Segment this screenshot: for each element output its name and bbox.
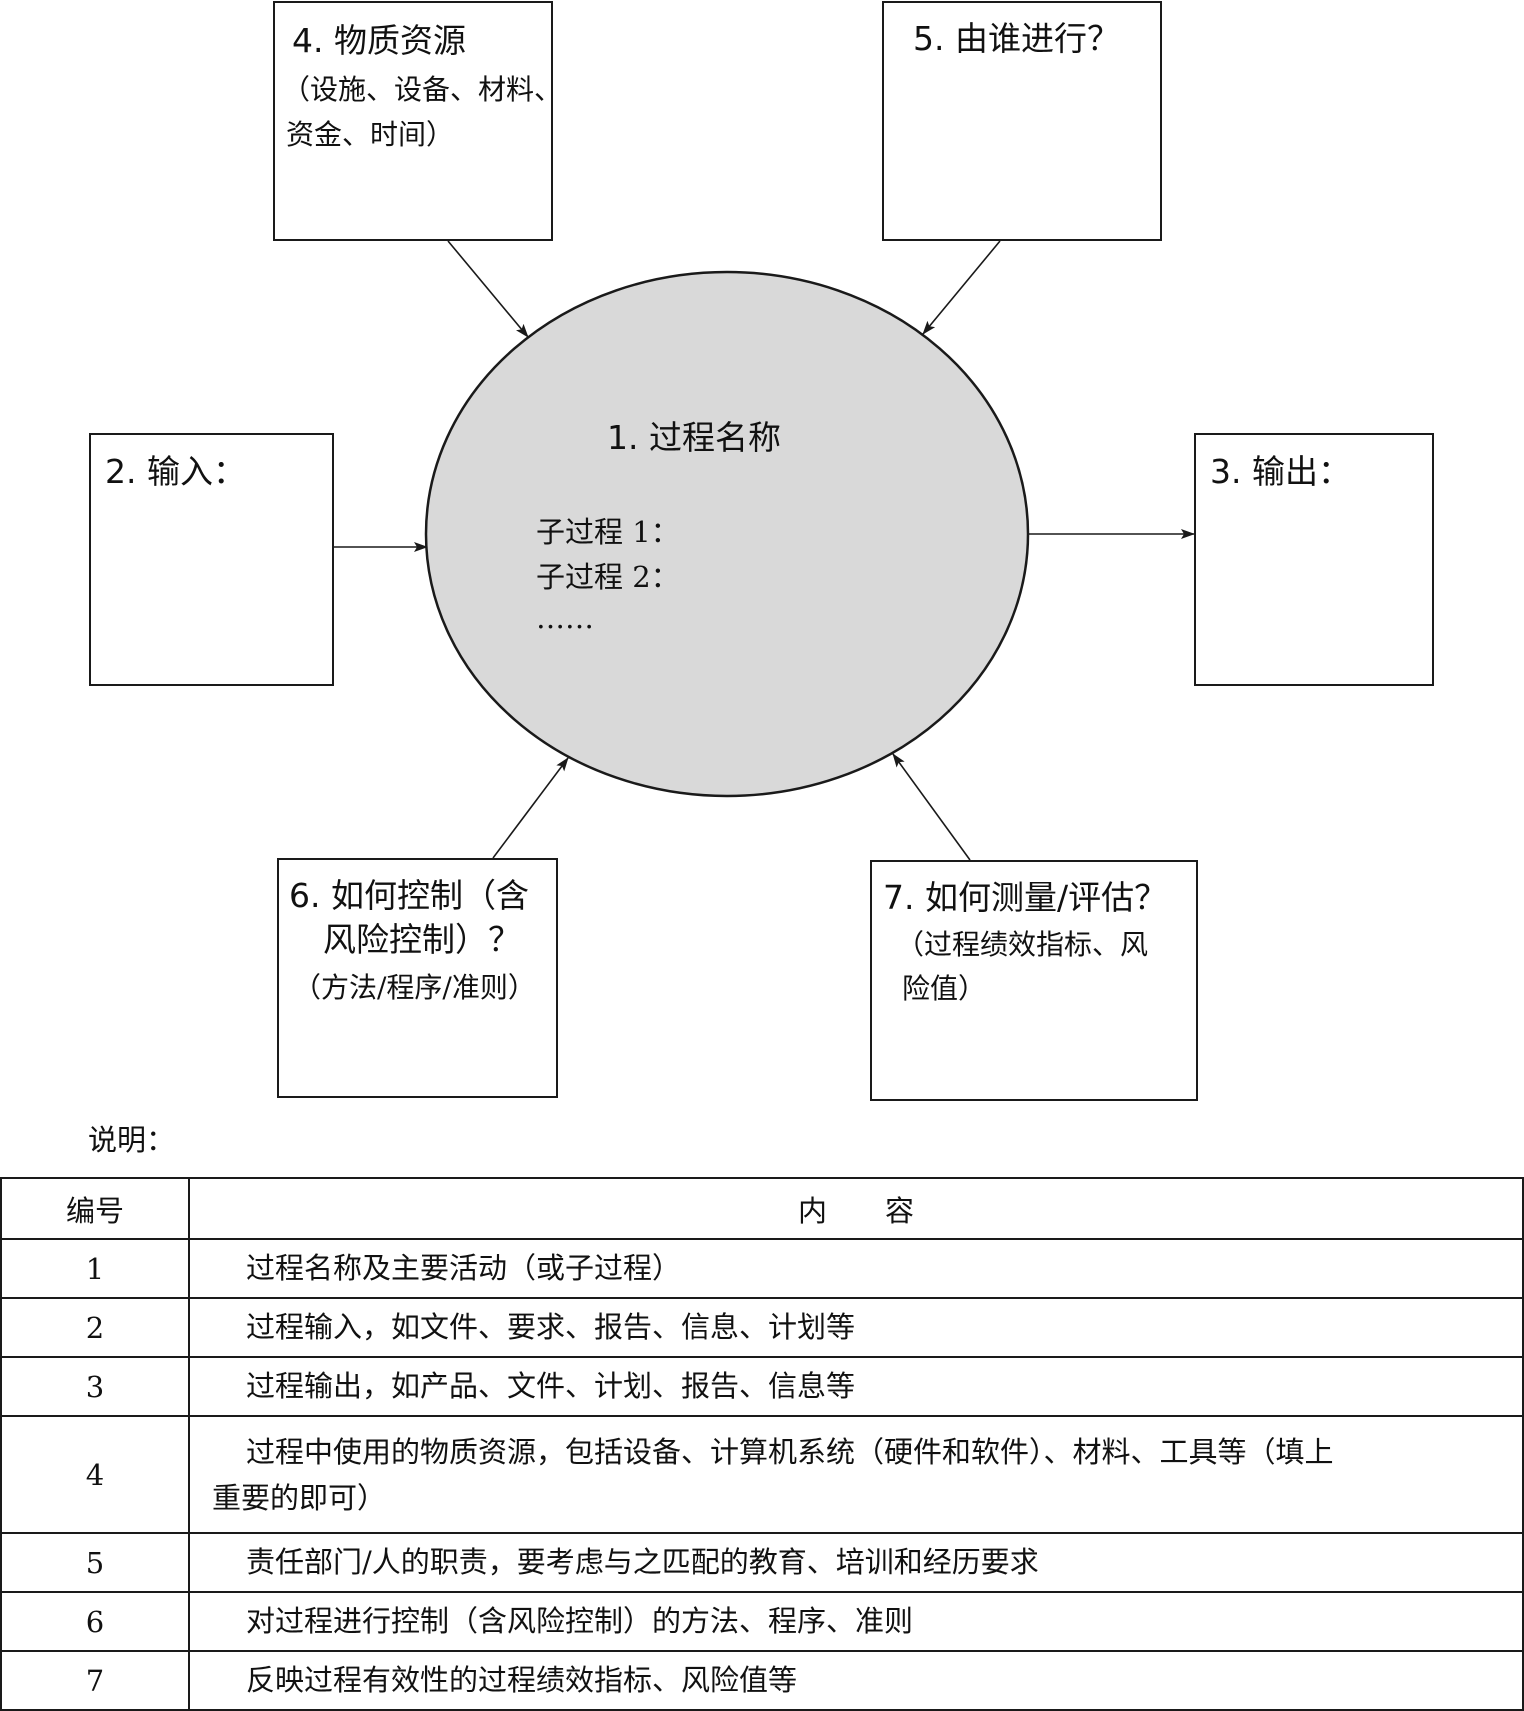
legend-row: 2 过程输入，如文件、要求、报告、信息、计划等 <box>0 1297 1524 1358</box>
legend-row-content: 过程名称及主要活动（或子过程） <box>188 1238 1524 1299</box>
legend-row-content: 过程输入，如文件、要求、报告、信息、计划等 <box>188 1297 1524 1358</box>
legend-row-num: 5 <box>0 1532 190 1593</box>
process-name-label: 1. 过程名称 <box>607 418 781 457</box>
legend-label: 说明： <box>88 1123 176 1157</box>
subprocess-1-label: 子过程 1： <box>536 515 680 549</box>
process-diagram <box>334 240 1195 861</box>
control-box-line3: （方法/程序/准则） <box>293 971 536 1004</box>
arrow-resources-to-process <box>447 240 529 338</box>
legend-row: 6 对过程进行控制（含风险控制）的方法、程序、准则 <box>0 1591 1524 1652</box>
legend-row-text: 对过程进行控制（含风险控制）的方法、程序、准则 <box>246 1604 914 1638</box>
measure-box-title: 7. 如何测量/评估？ <box>883 878 1168 917</box>
arrow-measure-to-process <box>892 753 971 861</box>
legend-header-content: 内 容 <box>188 1177 1524 1240</box>
legend-row-text-continued: 重要的即可） <box>212 1480 387 1515</box>
legend-row: 5 责任部门/人的职责，要考虑与之匹配的教育、培训和经历要求 <box>0 1532 1524 1593</box>
subprocess-ellipsis: …… <box>536 601 594 635</box>
legend-row-text: 过程输入，如文件、要求、报告、信息、计划等 <box>246 1310 856 1344</box>
resources-box-line2: 资金、时间） <box>286 118 455 151</box>
legend-row-text: 反映过程有效性的过程绩效指标、风险值等 <box>246 1663 798 1697</box>
legend-row-content: 对过程进行控制（含风险控制）的方法、程序、准则 <box>188 1591 1524 1652</box>
legend-row-num: 7 <box>0 1650 190 1711</box>
legend-row-text: 过程输出，如产品、文件、计划、报告、信息等 <box>246 1369 856 1403</box>
legend-row-text: 过程名称及主要活动（或子过程） <box>246 1251 682 1285</box>
process-ellipse <box>424 270 1030 798</box>
input-box-title: 2. 输入： <box>105 452 246 491</box>
legend-row-content: 责任部门/人的职责，要考虑与之匹配的教育、培训和经历要求 <box>188 1532 1524 1593</box>
legend-row-text: 过程中使用的物质资源，包括设备、计算机系统（硬件和软件）、材料、工具等（填上 <box>246 1434 1334 1469</box>
resources-box-title: 4. 物质资源 <box>292 21 466 60</box>
input-box <box>89 433 334 686</box>
control-box-line1: 6. 如何控制（含 <box>289 876 529 915</box>
who-box <box>882 1 1162 241</box>
legend-row: 7 反映过程有效性的过程绩效指标、风险值等 <box>0 1650 1524 1711</box>
legend-row-content: 过程中使用的物质资源，包括设备、计算机系统（硬件和软件）、材料、工具等（填上重要… <box>188 1415 1524 1534</box>
arrow-who-to-process <box>922 240 1001 335</box>
legend-row-num: 4 <box>0 1415 190 1534</box>
measure-box-line1: （过程绩效指标、风 <box>896 928 1149 961</box>
legend-row: 1 过程名称及主要活动（或子过程） <box>0 1238 1524 1299</box>
legend-row-num: 3 <box>0 1356 190 1417</box>
legend-row: 4 过程中使用的物质资源，包括设备、计算机系统（硬件和软件）、材料、工具等（填上… <box>0 1415 1524 1534</box>
control-box <box>277 858 558 1098</box>
output-box <box>1194 433 1434 686</box>
legend-row-num: 6 <box>0 1591 190 1652</box>
arrow-control-to-process <box>492 757 569 859</box>
legend-row-num: 1 <box>0 1238 190 1299</box>
output-box-title: 3. 输出： <box>1210 452 1351 491</box>
measure-box-line2: 险值） <box>902 972 987 1005</box>
legend-header-row: 编号 内 容 <box>0 1177 1524 1240</box>
resources-box-line1: （设施、设备、材料、 <box>282 73 563 106</box>
legend-row: 3 过程输出，如产品、文件、计划、报告、信息等 <box>0 1356 1524 1417</box>
legend-row-content: 反映过程有效性的过程绩效指标、风险值等 <box>188 1650 1524 1711</box>
resources-box <box>273 1 553 241</box>
legend-row-num: 2 <box>0 1297 190 1358</box>
legend-header-num: 编号 <box>0 1177 190 1240</box>
who-box-title: 5. 由谁进行？ <box>913 19 1120 58</box>
legend-row-text: 责任部门/人的职责，要考虑与之匹配的教育、培训和经历要求 <box>246 1545 1039 1579</box>
subprocess-2-label: 子过程 2： <box>536 560 680 594</box>
control-box-line2: 风险控制）？ <box>323 920 521 959</box>
measure-box <box>870 860 1198 1101</box>
legend-row-content: 过程输出，如产品、文件、计划、报告、信息等 <box>188 1356 1524 1417</box>
legend-table: 编号 内 容 1 过程名称及主要活动（或子过程） 2 过程输入，如文件、要求、报… <box>0 1177 1524 1711</box>
